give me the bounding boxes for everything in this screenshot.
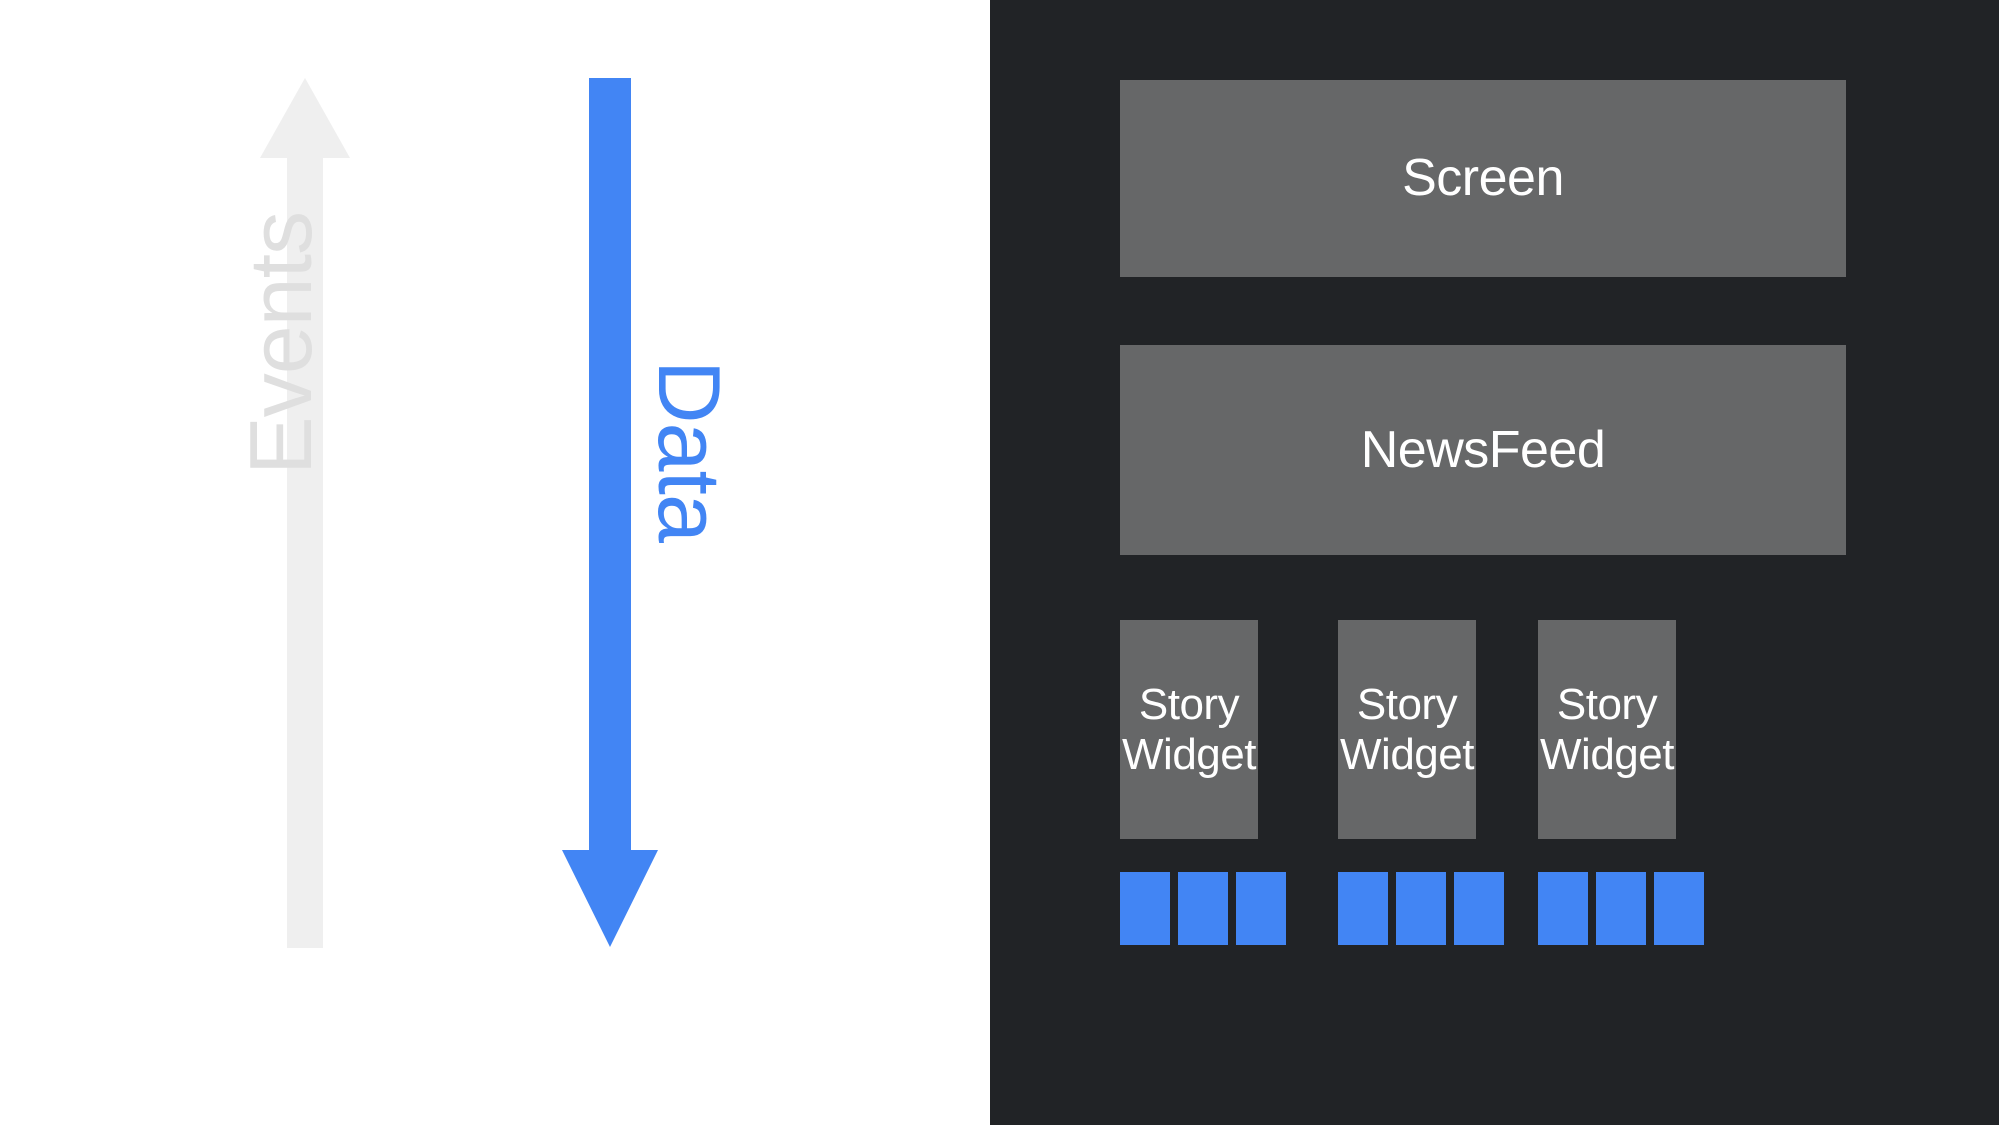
node-story-widget-label: Story Widget bbox=[1122, 680, 1256, 779]
node-story-widget-line2: Widget bbox=[1540, 729, 1674, 779]
events-flow-label: Events bbox=[231, 211, 330, 475]
node-story-widget-label: Story Widget bbox=[1340, 680, 1474, 779]
node-story-widget-label: Story Widget bbox=[1540, 680, 1674, 779]
node-newsfeed-label: NewsFeed bbox=[1360, 420, 1606, 479]
node-story-widget-line1: Story bbox=[1138, 680, 1240, 730]
data-flow-group: Data bbox=[545, 60, 739, 970]
leaf-chip[interactable] bbox=[1236, 872, 1286, 945]
node-screen[interactable]: Screen bbox=[1120, 80, 1846, 277]
node-story-widget[interactable]: Story Widget bbox=[1538, 620, 1676, 839]
node-story-widget-line1: Story bbox=[1556, 680, 1658, 730]
events-flow-group: Events bbox=[231, 60, 370, 970]
leaf-chip[interactable] bbox=[1596, 872, 1646, 945]
node-story-widget-line1: Story bbox=[1356, 680, 1458, 730]
leaf-chip[interactable] bbox=[1454, 872, 1504, 945]
node-newsfeed[interactable]: NewsFeed bbox=[1120, 345, 1846, 555]
node-story-widget[interactable]: Story Widget bbox=[1338, 620, 1476, 839]
node-story-widget-line2: Widget bbox=[1340, 729, 1474, 779]
arrow-up-icon bbox=[260, 78, 350, 948]
leaf-chip[interactable] bbox=[1538, 872, 1588, 945]
node-screen-label: Screen bbox=[1402, 149, 1564, 208]
leaf-chip[interactable] bbox=[1396, 872, 1446, 945]
leaf-chip[interactable] bbox=[1120, 872, 1170, 945]
arrow-down-icon bbox=[562, 78, 658, 947]
node-story-widget-line2: Widget bbox=[1122, 729, 1256, 779]
data-flow-label: Data bbox=[640, 360, 739, 542]
node-story-widget[interactable]: Story Widget bbox=[1120, 620, 1258, 839]
widget-tree-panel: Screen NewsFeed Story Widget Story Widge… bbox=[990, 0, 1999, 1125]
flow-legend-panel: Events Data bbox=[0, 0, 990, 1125]
leaf-chip[interactable] bbox=[1654, 872, 1704, 945]
leaf-chip[interactable] bbox=[1178, 872, 1228, 945]
leaf-chip[interactable] bbox=[1338, 872, 1388, 945]
